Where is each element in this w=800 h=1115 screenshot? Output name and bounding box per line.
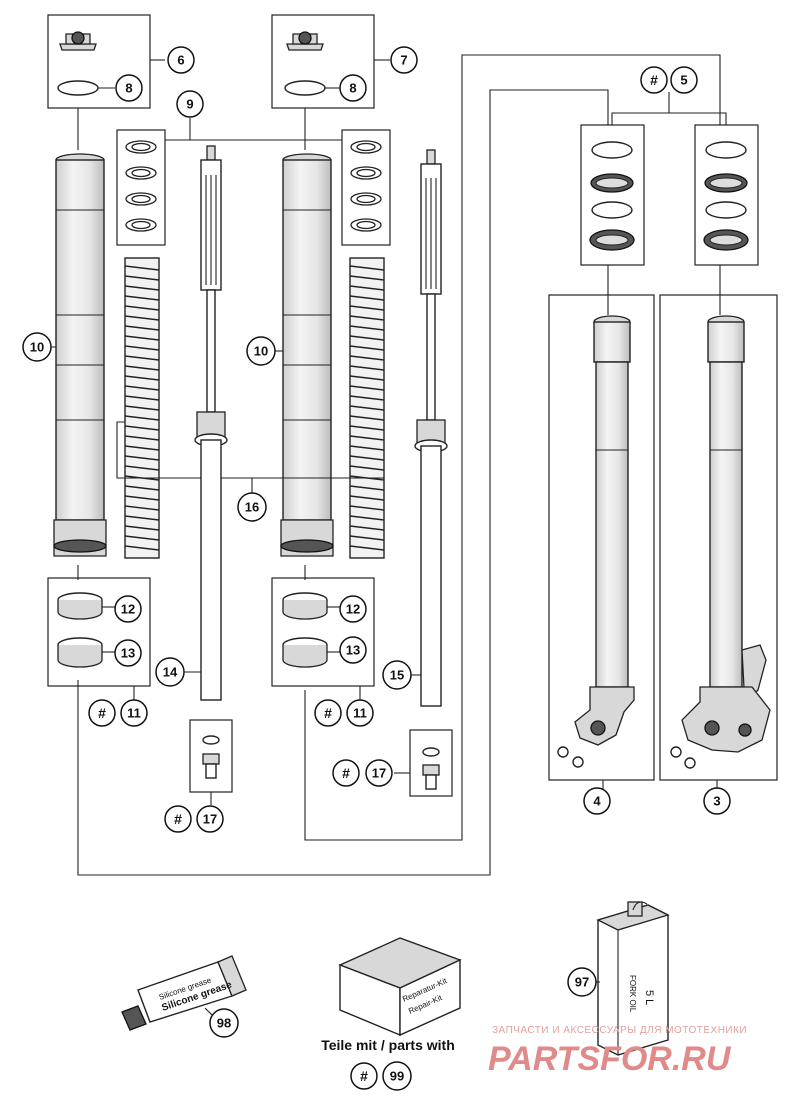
seal-set-left [580, 124, 645, 266]
callout-10b: 10 [246, 336, 276, 366]
bracket-16 [116, 421, 384, 494]
callout-12b: 12 [339, 595, 367, 623]
callout-15: 15 [382, 660, 412, 690]
callout-10a: 10 [22, 332, 52, 362]
svg-text:#: # [650, 72, 658, 88]
callout-11b: 11 [346, 699, 374, 727]
spring-right [349, 257, 385, 559]
svg-text:4: 4 [593, 794, 601, 809]
callout-98: 98 [209, 1008, 239, 1038]
svg-text:11: 11 [353, 706, 367, 721]
callout-17a: 17 [196, 805, 224, 833]
svg-text:#: # [324, 705, 332, 721]
fork-leg-3 [659, 294, 778, 790]
callout-13a: 13 [114, 639, 142, 667]
cartridge-right [410, 149, 448, 707]
svg-text:9: 9 [186, 97, 193, 112]
callout-16: 16 [237, 492, 267, 522]
screw-set-left [189, 719, 233, 805]
callout-7: 7 [390, 46, 418, 74]
seal-set-right [694, 124, 759, 266]
svg-text:7: 7 [400, 53, 407, 68]
spring-left [124, 257, 160, 559]
svg-text:97: 97 [575, 975, 589, 990]
callout-hash-11a: # [88, 699, 116, 727]
outer-tube-right [275, 153, 334, 557]
callout-hash-17a: # [164, 805, 192, 833]
connector-line-outer [77, 89, 609, 876]
caption-parts-with: Teile mit / parts with [321, 1037, 455, 1053]
outer-tube-left [37, 153, 107, 557]
cartridge-left [180, 145, 228, 701]
svg-text:FORK OIL: FORK OIL [628, 975, 637, 1013]
svg-text:15: 15 [390, 668, 404, 683]
callout-13b: 13 [339, 636, 367, 664]
svg-text:13: 13 [121, 646, 135, 661]
watermark-tagline: ЗАПЧАСТИ И АКСЕССУАРЫ ДЛЯ МОТОТЕХНИКИ [492, 1025, 747, 1036]
repair-kit-box: Reparatur-Kit Repair-Kit [338, 937, 462, 1037]
svg-text:5 L: 5 L [643, 990, 655, 1005]
callout-9: 9 [176, 90, 204, 118]
callout-8a: 8 [115, 74, 143, 102]
connector-line-inner [304, 54, 721, 841]
callout-5: 5 [670, 66, 698, 94]
svg-text:5: 5 [680, 73, 687, 88]
callout-12a: 12 [114, 595, 142, 623]
watermark-brand: PARTSFOR.RU [488, 1040, 732, 1078]
svg-text:#: # [98, 705, 106, 721]
callout-97: 97 [567, 967, 597, 997]
svg-text:#: # [174, 811, 182, 827]
callout-17b: 17 [365, 759, 393, 787]
callout-hash-11b: # [314, 699, 342, 727]
svg-text:#: # [360, 1068, 368, 1084]
callout-8b: 8 [339, 74, 367, 102]
svg-text:98: 98 [217, 1016, 231, 1031]
svg-text:8: 8 [125, 81, 132, 96]
callout-14: 14 [155, 657, 185, 687]
svg-text:17: 17 [203, 812, 217, 827]
svg-text:12: 12 [346, 602, 360, 617]
callout-4: 4 [583, 787, 611, 815]
cap-assembly-6 [47, 14, 165, 109]
cap-assembly-7 [271, 14, 390, 109]
svg-text:11: 11 [127, 706, 141, 721]
callout-99: 99 [382, 1061, 412, 1091]
svg-text:10: 10 [254, 344, 268, 359]
callout-hash-17b: # [332, 759, 360, 787]
svg-text:16: 16 [245, 500, 259, 515]
svg-text:#: # [342, 765, 350, 781]
svg-text:12: 12 [121, 602, 135, 617]
fork-oil-can: FORK OIL 5 L [594, 901, 670, 1056]
callout-6: 6 [167, 46, 195, 74]
callout-3: 3 [703, 787, 731, 815]
svg-text:6: 6 [177, 53, 184, 68]
screw-set-right [394, 729, 453, 797]
silicone-grease-tube: Silicone grease Silicone grease [121, 955, 247, 1031]
svg-text:10: 10 [30, 340, 44, 355]
callout-11a: 11 [120, 699, 148, 727]
callout-hash-5: # [640, 66, 668, 94]
svg-text:99: 99 [390, 1069, 404, 1084]
svg-text:14: 14 [163, 665, 178, 680]
svg-text:3: 3 [713, 794, 720, 809]
bushing-set-left [47, 577, 151, 700]
svg-text:13: 13 [346, 643, 360, 658]
callout-hash-99: # [350, 1062, 378, 1090]
svg-text:17: 17 [372, 766, 386, 781]
fork-leg-4 [548, 294, 655, 790]
shim-set-9 [116, 118, 391, 246]
bushing-set-right [271, 577, 375, 700]
svg-text:8: 8 [349, 81, 356, 96]
